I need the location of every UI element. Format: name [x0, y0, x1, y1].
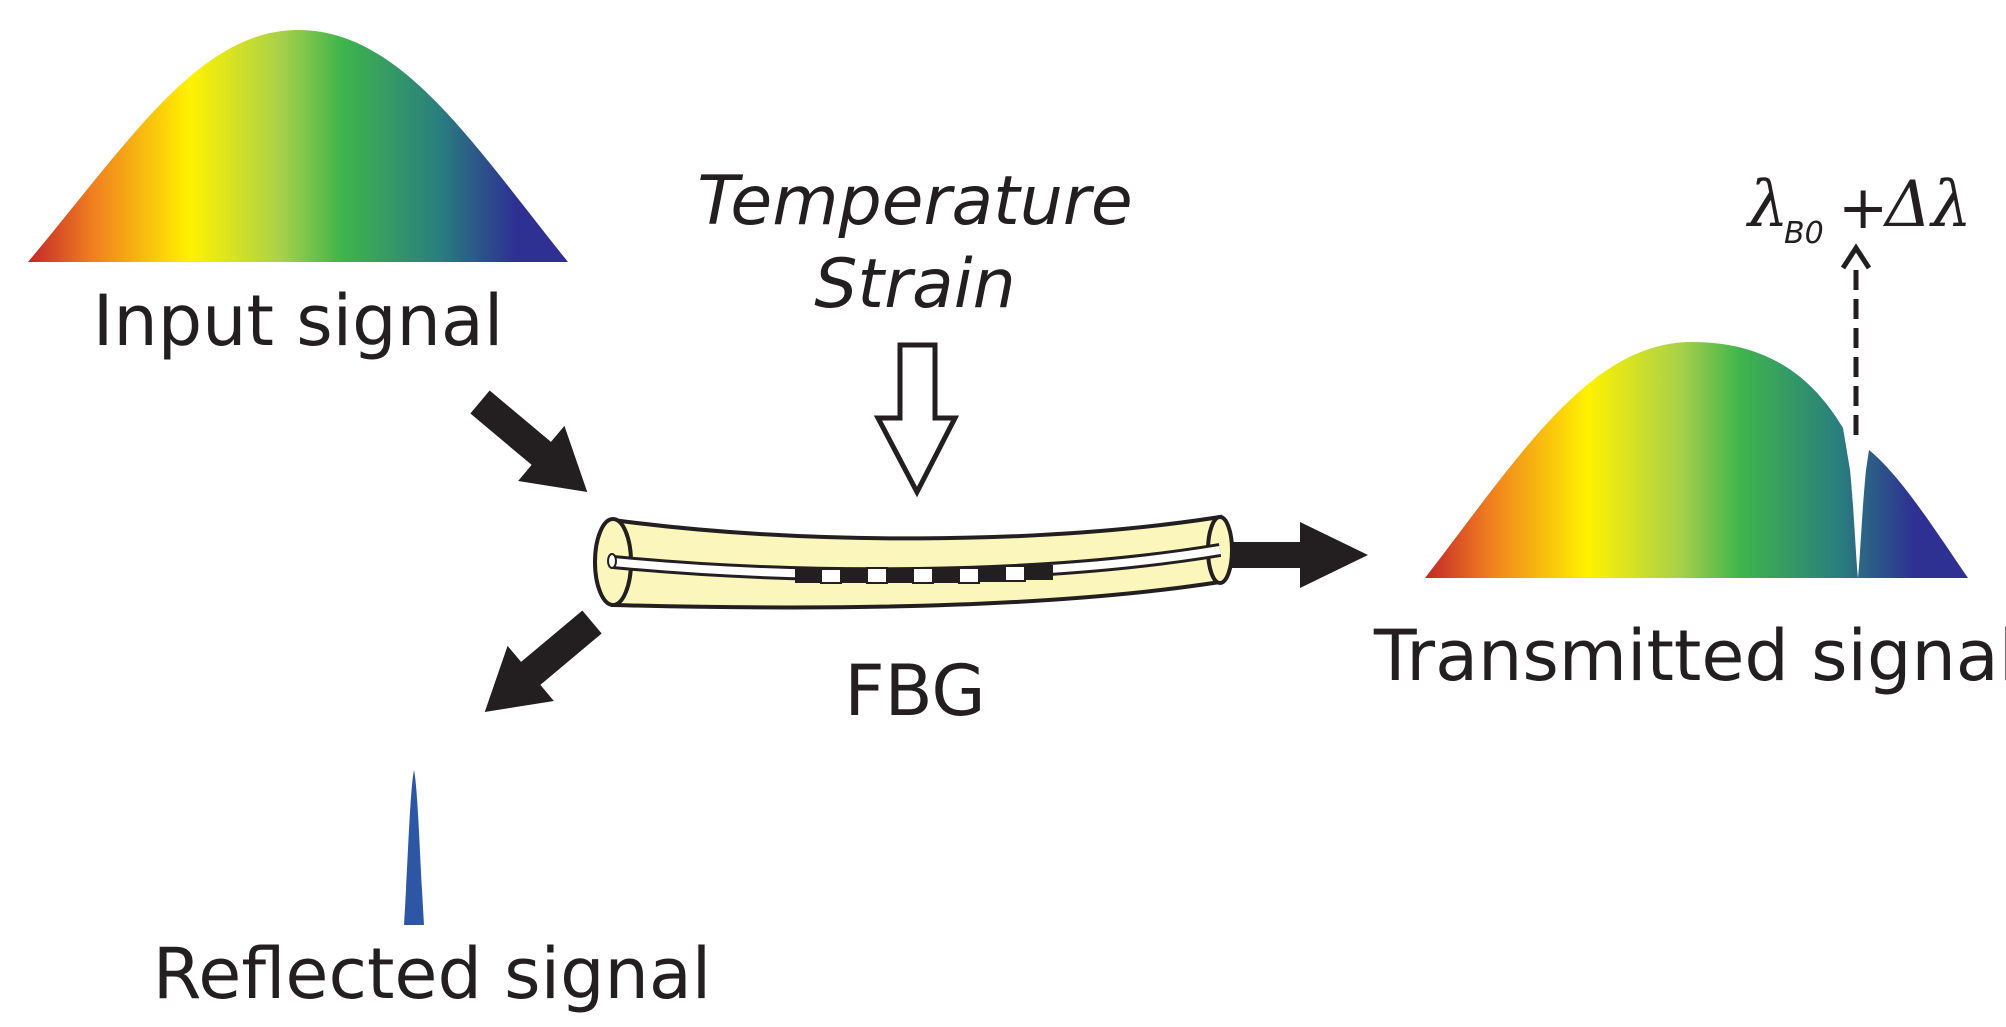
reflected-peak — [404, 770, 424, 925]
fbg-fiber — [593, 514, 1234, 610]
wavelength-shift-label: λ B0 + Δλ — [1745, 168, 1972, 251]
svg-text:λ: λ — [1745, 168, 1789, 242]
input-spectrum — [28, 30, 568, 262]
hollow-down-arrow — [873, 342, 960, 498]
svg-text:B0: B0 — [1784, 216, 1824, 251]
transmitted-signal-label: Transmitted signal — [1373, 615, 2006, 697]
fbg-label: FBG — [844, 650, 985, 732]
fbg-grating — [795, 565, 1053, 584]
svg-text:Δλ: Δλ — [1882, 168, 1972, 242]
transmitted-spectrum — [1425, 342, 1968, 578]
transmitted-arrow — [1232, 522, 1368, 588]
svg-text:+: + — [1838, 173, 1888, 243]
input-signal-label: Input signal — [93, 280, 504, 362]
reflected-arrow — [484, 610, 602, 712]
shift-arrowhead — [1840, 243, 1872, 270]
input-arrow — [470, 390, 588, 492]
reflected-signal-label: Reflected signal — [153, 933, 711, 1015]
temperature-label: Temperature — [697, 162, 1132, 241]
strain-label: Strain — [814, 245, 1015, 324]
